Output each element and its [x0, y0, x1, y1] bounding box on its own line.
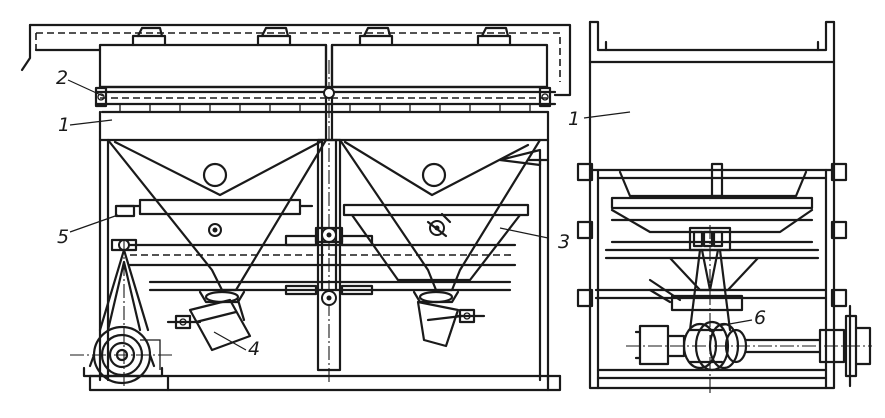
center-post — [314, 43, 344, 385]
side-top-channel — [588, 20, 836, 64]
callout-3: 3 — [558, 231, 570, 253]
front-base — [88, 374, 562, 392]
side-leaders — [583, 111, 753, 327]
side-base — [596, 368, 828, 380]
callout-labels: 2 1 5 4 3 1 6 — [56, 67, 766, 360]
callout-6: 6 — [754, 307, 766, 329]
right-vibrator — [412, 290, 486, 348]
side-drive-unit — [626, 304, 872, 388]
side-motor-mount — [594, 225, 828, 395]
right-hopper — [338, 138, 542, 292]
top-cover-frame — [20, 23, 572, 97]
callout-5: 5 — [57, 226, 69, 248]
left-vibrator — [166, 290, 252, 352]
top-boxes — [98, 43, 549, 89]
side-view — [576, 20, 872, 395]
callout-1-front: 1 — [58, 114, 70, 136]
side-bolts — [576, 162, 848, 308]
front-leaders — [67, 79, 549, 351]
callout-4: 4 — [248, 338, 260, 360]
left-drive-motor — [70, 325, 175, 385]
front-view — [20, 23, 572, 392]
callout-1-side: 1 — [568, 108, 580, 130]
callout-2: 2 — [56, 67, 68, 89]
left-support — [98, 204, 150, 390]
left-hopper — [106, 138, 328, 292]
cross-beams — [128, 234, 517, 296]
top-clamps — [131, 26, 512, 47]
